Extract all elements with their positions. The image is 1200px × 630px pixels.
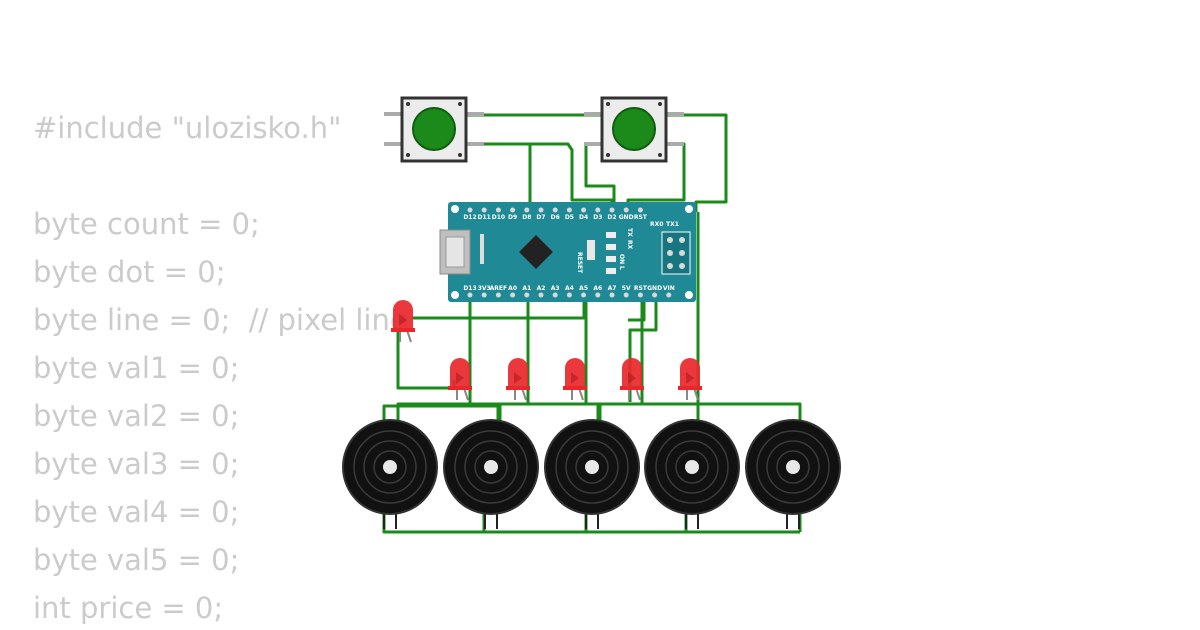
pin-a1[interactable]: A1	[522, 285, 531, 298]
code-line: byte val2 = 0;	[33, 399, 240, 433]
code-line: int price = 0;	[33, 591, 224, 625]
pin-d8[interactable]: D8	[522, 207, 531, 222]
buzzer-1[interactable]	[342, 419, 438, 529]
pin-label: D7	[536, 214, 545, 221]
pin-a2[interactable]: A2	[537, 285, 546, 298]
pin-label: D9	[508, 214, 517, 221]
pin-label: D11	[478, 214, 491, 221]
tx1-label: TX1	[666, 221, 679, 228]
code-line: byte val5 = 0;	[33, 543, 240, 577]
pin-label: D10	[492, 214, 505, 221]
code-line: byte val3 = 0;	[33, 447, 240, 481]
buzzer-2[interactable]	[443, 419, 539, 529]
pin-a4[interactable]: A4	[565, 285, 574, 298]
led-6[interactable]	[678, 358, 702, 401]
led-5[interactable]	[620, 358, 644, 401]
code-line: #include "ulozisko.h"	[33, 111, 342, 145]
pin-d13[interactable]: D13	[463, 285, 477, 298]
pin-d2[interactable]: D2	[607, 207, 617, 222]
wire[interactable]	[466, 142, 532, 212]
code-line: byte line = 0; // pixel line	[33, 303, 408, 337]
buzzer-4[interactable]	[644, 419, 740, 529]
buzzer-5[interactable]	[745, 419, 841, 529]
pin-d11[interactable]: D11	[478, 207, 491, 222]
pin-label: D6	[551, 214, 560, 221]
code-line: byte val1 = 0;	[33, 351, 240, 385]
buzzer-3[interactable]	[544, 419, 640, 529]
pin-label: D3	[593, 214, 602, 221]
led-3[interactable]	[506, 358, 530, 401]
pin-label: RST	[634, 285, 648, 292]
pin-a6[interactable]: A6	[593, 285, 602, 298]
pin-label: A5	[579, 285, 588, 292]
rx-label: RX	[626, 240, 633, 250]
pin-label: GND	[647, 285, 662, 292]
pin-5v[interactable]: 5V	[622, 285, 631, 298]
pin-label: RST	[634, 214, 648, 221]
pushbutton[interactable]	[384, 96, 484, 163]
pin-rst[interactable]: RST	[634, 207, 648, 222]
pin-d7[interactable]: D7	[536, 207, 546, 222]
on-label: ON	[618, 254, 625, 264]
pin-d12[interactable]: D12	[463, 207, 477, 222]
wire[interactable]	[666, 113, 728, 212]
led-4[interactable]	[563, 358, 587, 401]
icsp-pin	[679, 263, 685, 269]
pin-d5[interactable]: D5	[565, 207, 574, 222]
pin-label: D12	[463, 214, 476, 221]
code-line: byte val4 = 0;	[33, 495, 240, 529]
pin-a5[interactable]: A5	[579, 285, 588, 298]
pin-a7[interactable]: A7	[608, 285, 617, 298]
pin-label: D13	[463, 285, 476, 292]
pin-d3[interactable]: D3	[593, 207, 602, 222]
reset-label: RESET	[576, 252, 583, 274]
wire[interactable]	[396, 330, 456, 390]
pin-a3[interactable]: A3	[551, 285, 560, 298]
pin-label: A6	[593, 285, 602, 292]
pin-label: A4	[565, 285, 574, 292]
pin-label: A3	[551, 285, 560, 292]
l-label: L	[618, 266, 625, 270]
icsp-pin	[667, 263, 673, 269]
pin-vin[interactable]: VIN	[663, 285, 675, 298]
wire[interactable]	[628, 296, 646, 322]
led-2[interactable]	[448, 358, 472, 401]
icsp-pin	[667, 237, 673, 243]
icsp-pin	[679, 237, 685, 243]
pin-aref[interactable]: AREF	[490, 285, 507, 298]
icsp-pin	[679, 250, 685, 256]
pin-gnd[interactable]: GND	[619, 207, 634, 222]
pin-label: D8	[522, 214, 531, 221]
pin-label: D5	[565, 214, 574, 221]
led-1[interactable]	[391, 300, 415, 343]
pin-label: D2	[607, 214, 616, 221]
code-line: byte dot = 0;	[33, 255, 226, 289]
icsp-pin	[667, 250, 673, 256]
pin-d9[interactable]: D9	[508, 207, 517, 222]
pin-label: A7	[608, 285, 617, 292]
pin-d10[interactable]: D10	[492, 207, 505, 222]
pin-3v3[interactable]: 3V3	[478, 285, 491, 298]
wire[interactable]	[466, 142, 614, 212]
pin-label: AREF	[490, 285, 507, 292]
pin-gnd[interactable]: GND	[647, 285, 662, 298]
pin-label: A0	[508, 285, 517, 292]
pushbutton[interactable]	[584, 96, 684, 163]
pin-label: GND	[619, 214, 634, 221]
pin-label: VIN	[663, 285, 675, 292]
pin-label: 5V	[622, 285, 631, 292]
pin-label: D4	[579, 214, 588, 221]
pin-label: A1	[522, 285, 531, 292]
pin-d6[interactable]: D6	[551, 207, 560, 222]
tx-label: TX	[626, 228, 633, 237]
rx0-label: RX0	[650, 221, 663, 228]
pin-rst[interactable]: RST	[634, 285, 648, 298]
pin-a0[interactable]: A0	[508, 285, 517, 298]
pin-label: A2	[537, 285, 546, 292]
pin-d4[interactable]: D4	[579, 207, 588, 222]
code-line: byte count = 0;	[33, 207, 260, 241]
pin-label: 3V3	[478, 285, 491, 292]
